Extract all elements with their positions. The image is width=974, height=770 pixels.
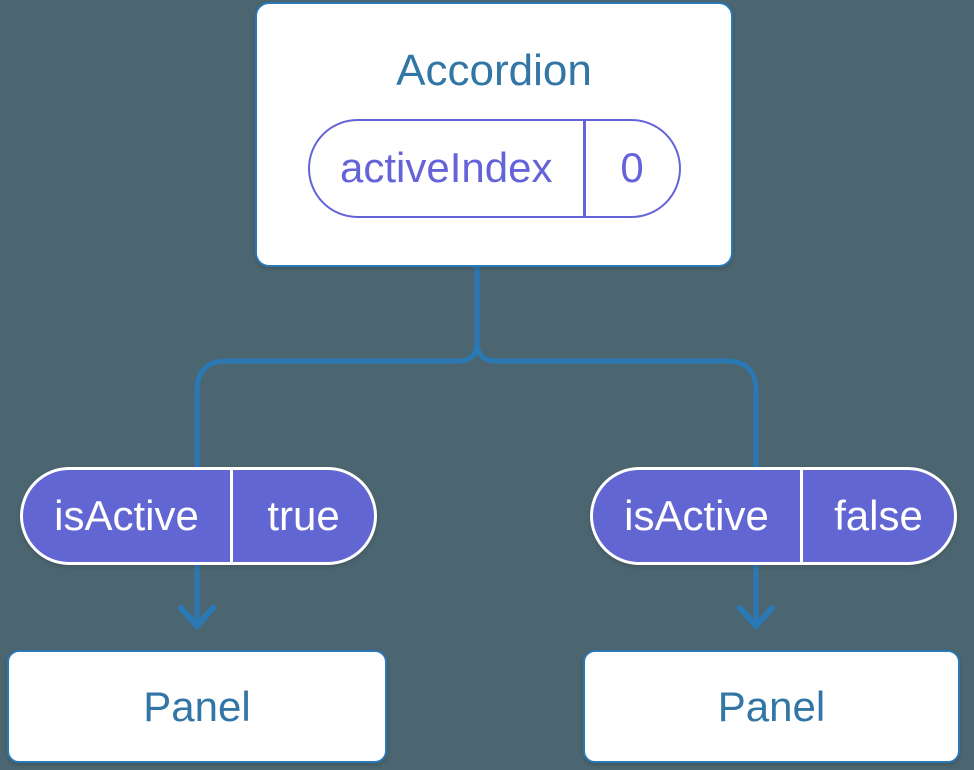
arrow-down-icon: [178, 605, 216, 629]
pill-divider: [583, 120, 586, 216]
state-pill-activeindex: activeIndex 0: [307, 118, 681, 218]
panel-node-title: Panel: [717, 682, 826, 730]
state-value: 0: [620, 144, 644, 192]
prop-value: false: [834, 492, 923, 539]
panel-node-title: Panel: [143, 682, 251, 730]
prop-name: isActive: [624, 492, 769, 539]
panel-node-left: Panel: [7, 650, 387, 763]
prop-name: isActive: [54, 492, 199, 539]
state-name: activeIndex: [340, 144, 553, 192]
prop-value: true: [267, 492, 340, 539]
arrow-down-icon: [737, 605, 775, 629]
connector-right-branch: [474, 266, 759, 622]
prop-pill-isactive-false: isActive false: [590, 467, 957, 565]
accordion-node: Accordion activeIndex 0: [255, 2, 733, 267]
accordion-node-title: Accordion: [396, 46, 592, 95]
panel-node-right: Panel: [583, 650, 960, 763]
prop-pill-isactive-true: isActive true: [20, 467, 377, 565]
connector-left-branch: [194, 266, 480, 622]
pill-divider: [230, 470, 233, 562]
pill-divider: [800, 470, 803, 562]
